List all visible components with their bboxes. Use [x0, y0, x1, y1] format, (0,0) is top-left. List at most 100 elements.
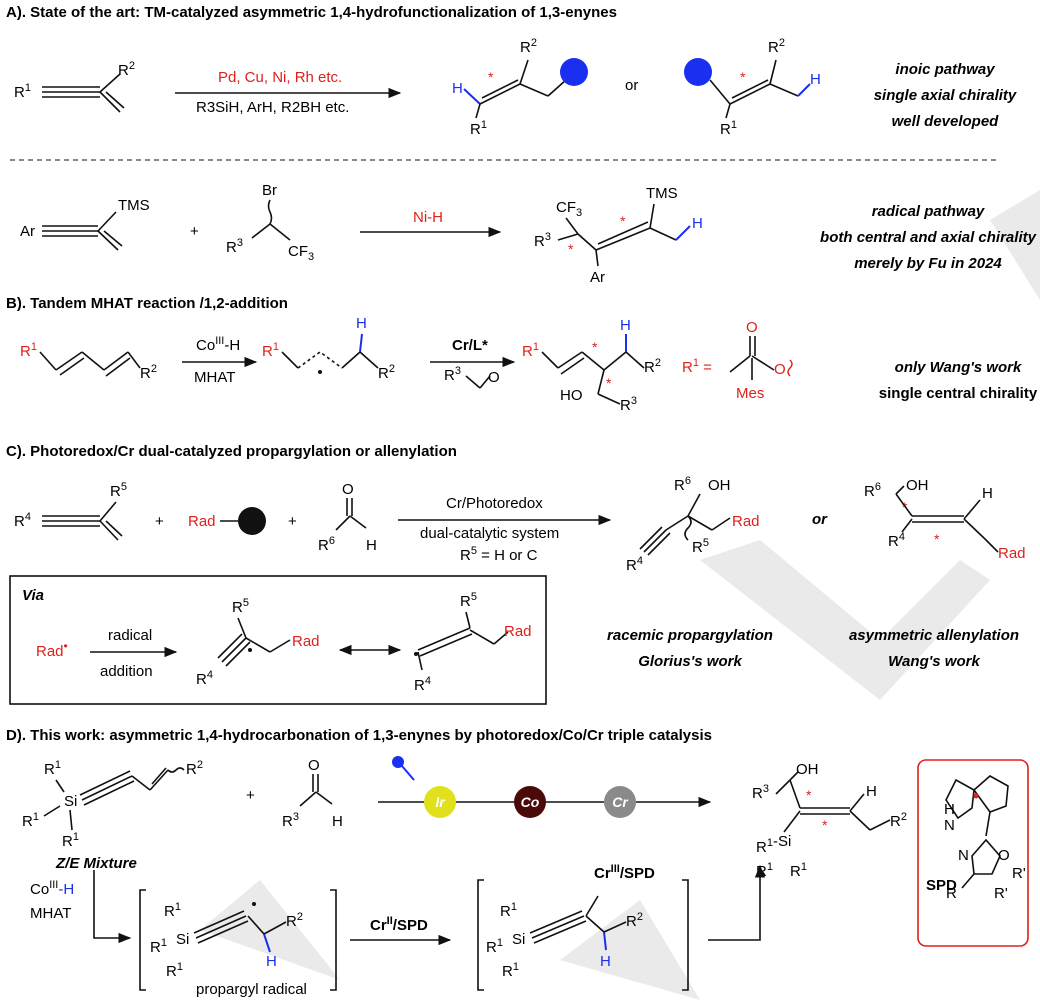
svg-text:Rad: Rad — [998, 545, 1026, 562]
mhat-b: MHAT — [194, 369, 235, 386]
svg-text:R4: R4 — [196, 669, 213, 688]
svg-text:Si: Si — [512, 931, 525, 948]
enyne-tms: Ar TMS — [20, 197, 150, 251]
svg-text:single central chirality: single central chirality — [879, 385, 1038, 402]
product-a-radical: CF3 R3 * Ar * TMS H — [534, 185, 703, 286]
section-b-title: B). Tandem MHAT reaction /1,2-addition — [6, 295, 288, 312]
svg-text:R4: R4 — [414, 675, 431, 694]
svg-text:CF3: CF3 — [288, 243, 314, 263]
svg-text:O: O — [342, 481, 354, 498]
spd-ligand: N H N O R R' R' SPD — [926, 775, 1026, 902]
via-label: Via — [22, 587, 44, 604]
svg-text:R5: R5 — [460, 591, 477, 610]
svg-text:O: O — [308, 757, 320, 774]
svg-text:TMS: TMS — [118, 197, 150, 214]
svg-text:N: N — [944, 817, 955, 834]
svg-text:H: H — [356, 315, 367, 332]
notes-c-left: racemic propargylation Glorius's work — [607, 627, 773, 670]
arrow-final-d — [708, 864, 766, 941]
aldehyde-d: O R3 H — [282, 757, 343, 830]
svg-text:Mes: Mes — [736, 385, 764, 402]
allene-product-a2: R1 * R2 H — [684, 37, 821, 138]
svg-text:Wang's work: Wang's work — [888, 653, 980, 670]
svg-text:racemic propargylation: racemic propargylation — [607, 627, 773, 644]
svg-text:R2: R2 — [520, 37, 537, 56]
svg-text:R1: R1 — [262, 341, 279, 360]
svg-text:Cr: Cr — [612, 794, 629, 810]
co-h-b: CoIII-H — [196, 335, 240, 354]
svg-text:Rad: Rad — [504, 623, 532, 640]
svg-text:R6: R6 — [864, 481, 881, 500]
svg-text:R1: R1 — [166, 961, 183, 980]
svg-text:N: N — [958, 847, 969, 864]
svg-text:O: O — [488, 369, 500, 386]
svg-text:well developed: well developed — [892, 113, 1000, 130]
svg-text:R1: R1 — [486, 937, 503, 956]
co-h-d: CoIII-H — [30, 879, 74, 898]
via-box — [9, 575, 547, 705]
svg-text:single axial chirality: single axial chirality — [874, 87, 1017, 104]
radical-label: radical — [108, 627, 152, 644]
catalyst-ir: Ir — [424, 786, 456, 818]
ni-h: Ni-H — [413, 209, 443, 226]
propargyl-radical-c: R5 Rad R4 — [196, 597, 320, 688]
svg-text:R3: R3 — [752, 783, 769, 802]
svg-text:both central and axial chirali: both central and axial chirality — [820, 229, 1037, 246]
svg-text:O: O — [746, 319, 758, 336]
section-a-title: A). State of the art: TM-catalyzed asymm… — [6, 4, 617, 21]
plus-c1: + — [155, 513, 164, 530]
svg-text:R1: R1 — [502, 961, 519, 980]
svg-text:H: H — [452, 80, 463, 97]
allenyl-product: R6 OH * R4 * H Rad — [864, 477, 1026, 562]
product-d: OH R3 * * H R2 R1-Si R1 R1 — [752, 761, 907, 880]
light-bulb-icon — [392, 756, 415, 781]
svg-text:*: * — [934, 531, 940, 547]
rad-reagent: Rad — [188, 507, 266, 535]
svg-text:Si: Si — [64, 793, 77, 810]
svg-text:Rad: Rad — [188, 513, 216, 530]
svg-text:R5: R5 — [692, 537, 709, 556]
mhat-d: MHAT — [30, 905, 71, 922]
svg-text:R6: R6 — [318, 535, 335, 554]
ester-group: O O Mes — [729, 319, 793, 402]
notes-a: inoic pathway single axial chirality wel… — [874, 61, 1017, 130]
svg-text:R1-Si: R1-Si — [756, 833, 791, 856]
svg-text:*: * — [620, 213, 626, 229]
svg-text:OH: OH — [906, 477, 929, 494]
svg-text:R2: R2 — [286, 911, 303, 930]
svg-text:Rad: Rad — [732, 513, 760, 530]
enyne-c: R4 R5 — [14, 481, 127, 541]
cr2-spd: CrII/SPD — [370, 915, 428, 934]
svg-text:H: H — [620, 317, 631, 334]
svg-text:*: * — [806, 787, 812, 803]
aldehyde-c: O R6 H — [318, 481, 377, 554]
svg-text:R1: R1 — [500, 901, 517, 920]
svg-text:R2: R2 — [768, 37, 785, 56]
plus-d: + — [246, 787, 255, 804]
reagents-a: R3SiH, ArH, R2BH etc. — [196, 99, 349, 116]
svg-text:R4: R4 — [888, 531, 905, 550]
svg-text:R2: R2 — [186, 759, 203, 778]
svg-text:R1: R1 — [22, 811, 39, 830]
svg-text:O: O — [774, 361, 786, 378]
propargyl-label: propargyl radical — [196, 981, 307, 998]
svg-text:R2: R2 — [644, 357, 661, 376]
notes-b: only Wang's work single central chiralit… — [879, 359, 1038, 402]
svg-text:Glorius's work: Glorius's work — [638, 653, 742, 670]
ze-mixture: Z/E Mixture — [55, 855, 137, 872]
svg-text:*: * — [740, 69, 746, 85]
svg-text:HO: HO — [560, 387, 583, 404]
svg-text:Co: Co — [521, 794, 540, 810]
svg-text:*: * — [568, 241, 574, 257]
svg-text:R1: R1 — [720, 119, 737, 138]
svg-text:R1: R1 — [44, 759, 61, 778]
product-b: R1 * H R2 * HO R3 — [522, 317, 661, 414]
svg-text:Ir: Ir — [435, 794, 446, 810]
aldehyde-b: R3 O — [444, 365, 500, 389]
svg-text:OH: OH — [708, 477, 731, 494]
svg-text:H: H — [982, 485, 993, 502]
diene: R1 R2 — [20, 341, 157, 382]
svg-text:R5: R5 — [110, 481, 127, 500]
svg-text:R4: R4 — [626, 555, 643, 574]
svg-text:*: * — [488, 69, 494, 85]
